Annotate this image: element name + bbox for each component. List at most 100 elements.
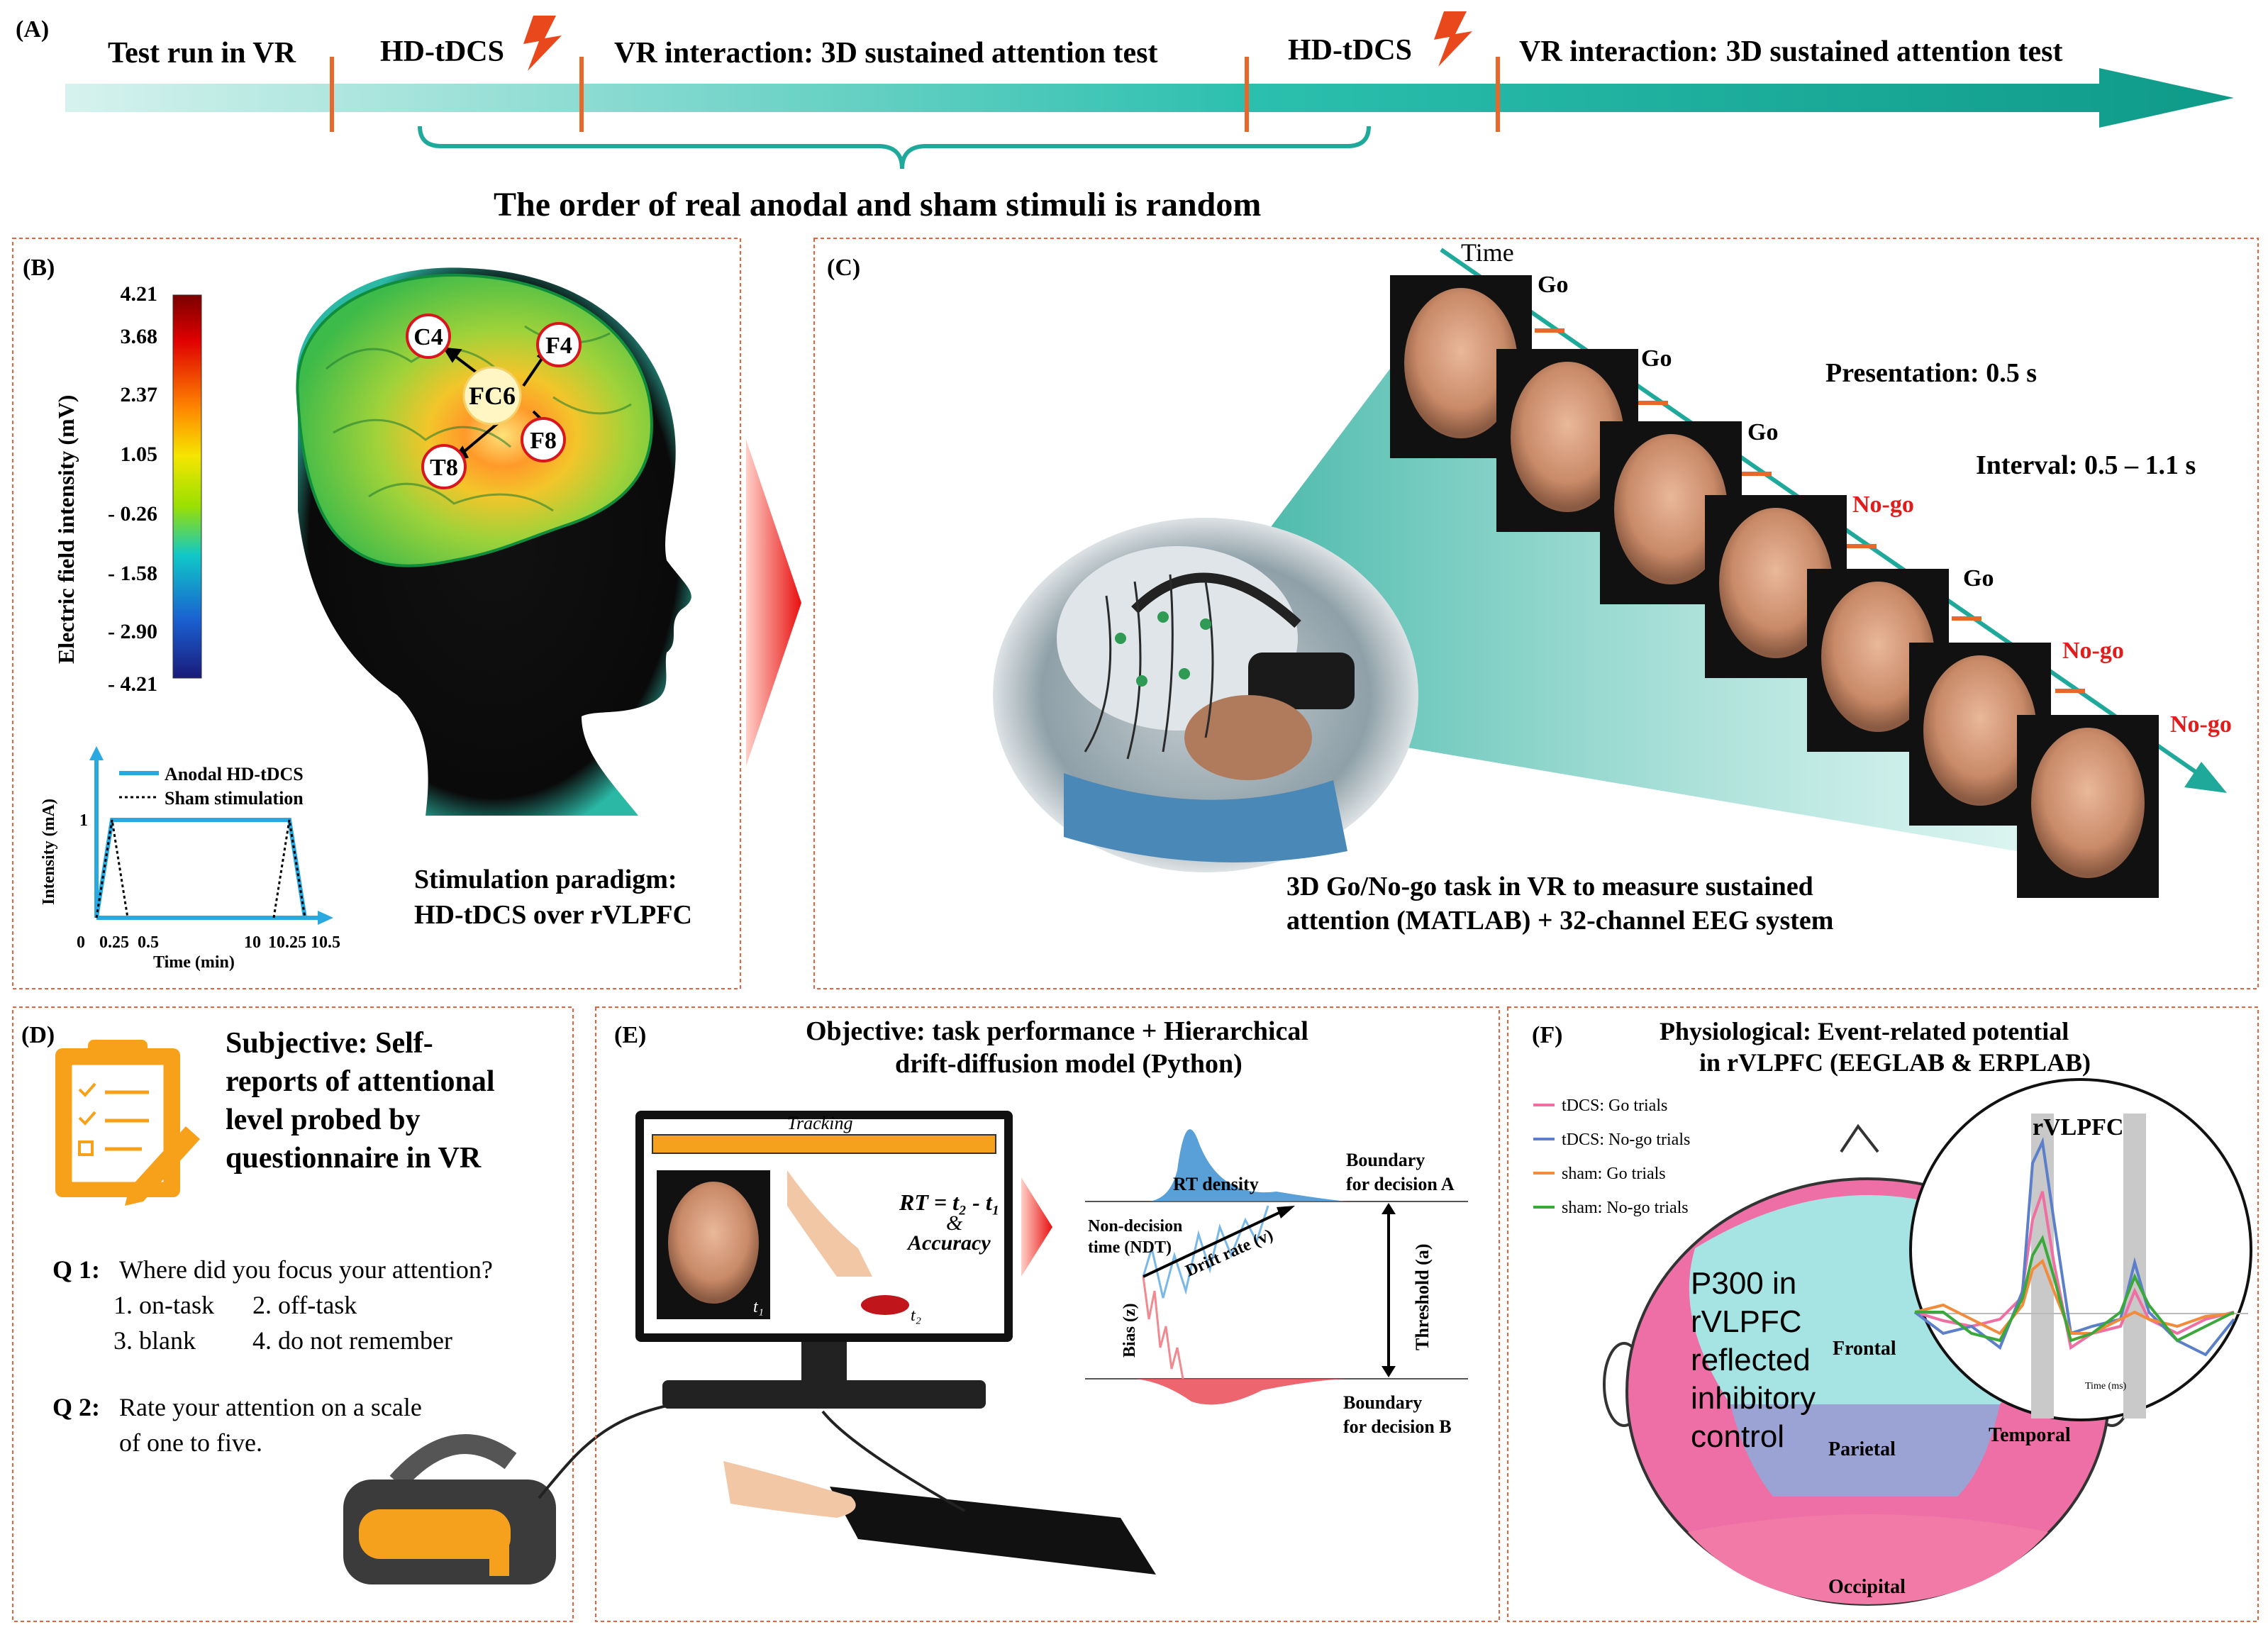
electrode-fc6: FC6 (462, 366, 522, 426)
timeline-arrow (65, 68, 2234, 128)
q2-prefix: Q 2: (52, 1393, 100, 1421)
time-label: Time (1461, 238, 1514, 267)
trial-label: Go (1963, 565, 1994, 592)
p300-note-line: P300 in (1691, 1266, 1796, 1301)
response-button (861, 1295, 909, 1315)
boundary-a-label: for decision A (1346, 1174, 1455, 1194)
legend-sham-go: sham: Go trials (1562, 1165, 1666, 1183)
p300-note-line: reflected (1691, 1343, 1811, 1377)
electrode-t8: T8 (421, 444, 467, 489)
q1-option: 1. on-task (113, 1291, 214, 1319)
stage-hdtdcs-1: HD-tDCS (380, 35, 504, 68)
legend-tdcs-go: tDCS: Go trials (1562, 1097, 1667, 1115)
anodal-trace (94, 818, 307, 918)
waveform-ylabel: Intensity (mA) (40, 799, 58, 905)
task-caption-1: 3D Go/No-go task in VR to measure sustai… (1286, 872, 1813, 901)
boundary-b-label: for decision B (1343, 1416, 1452, 1437)
drift-trace-red (1142, 1276, 1184, 1380)
face-stimulus (2017, 715, 2159, 898)
panel-a: (A) Test run in VR HD-tDCS VR interactio… (16, 11, 2234, 223)
colorbar-tick: - 0.26 (108, 502, 157, 526)
colorbar-tick: - 2.90 (108, 620, 157, 643)
erp-trace-sham-nogo (1915, 1234, 2235, 1343)
threshold-label: Threshold (a) (1412, 1244, 1433, 1351)
hand-pressing-icon (787, 1170, 872, 1277)
rt-density-lower (1135, 1379, 1347, 1405)
panel-d-label: (D) (21, 1022, 55, 1048)
presentation-duration: Presentation: 0.5 s (1825, 358, 2037, 388)
random-order-brace (418, 126, 1371, 170)
subjective-title: Subjective: Self- reports of attentional… (226, 1027, 495, 1175)
stimulation-caption-1: Stimulation paradigm: (414, 865, 677, 894)
flow-arrow (1021, 1177, 1052, 1277)
p300-note-line: rVLPFC (1691, 1304, 1801, 1339)
parietal-region (1730, 1404, 2000, 1497)
q1-text: Where did you focus your attention? (119, 1255, 493, 1284)
stage-hdtdcs-2: HD-tDCS (1288, 34, 1412, 67)
boundary-b-label: Boundary (1343, 1392, 1422, 1413)
interval-duration: Interval: 0.5 – 1.1 s (1976, 450, 2196, 480)
t2-label: t₂ (911, 1306, 921, 1325)
face-stimulus (1807, 569, 1949, 752)
random-order-note: The order of real anodal and sham stimul… (494, 186, 1261, 223)
stimulation-waveform: Anodal HD-tDCS Sham stimulation Intensit… (40, 746, 340, 972)
hand-typing-icon (723, 1461, 856, 1518)
q2-text: of one to five. (119, 1428, 262, 1457)
p300-note-line: inhibitory (1691, 1381, 1816, 1416)
trial-labels: Go Go Go No-go Go No-go No-go (1538, 272, 2232, 738)
lightning-icon (1434, 11, 1472, 67)
panel-d: (D) Subjective: Self- reports of attenti… (12, 1006, 724, 1622)
legend-anodal: Anodal HD-tDCS (165, 764, 304, 784)
objective-title-1: Objective: task performance + Hierarchic… (806, 1016, 1308, 1046)
panel-c-frame (813, 238, 2259, 989)
lightning-icon (523, 16, 562, 71)
sham-trace (272, 819, 306, 918)
drift-trace-blue (1142, 1205, 1269, 1299)
waveform-xtick: 10 (244, 933, 261, 952)
legend-sham-nogo: sham: No-go trials (1562, 1199, 1689, 1217)
trial-label-nogo: No-go (1852, 492, 1914, 518)
trial-label: Go (1538, 272, 1568, 298)
accuracy-label: Accuracy (906, 1231, 991, 1255)
region-parietal: Parietal (1828, 1438, 1896, 1460)
flow-arrow (746, 440, 801, 766)
colorbar-tick: - 1.58 (108, 562, 157, 585)
stimulation-caption-2: HD-tDCS over rVLPFC (414, 900, 692, 930)
colorbar-title: Electric field intensity (mV) (53, 395, 79, 664)
inset-title: rVLPFC (2033, 1114, 2123, 1140)
t1-label: t₁ (753, 1298, 764, 1316)
panel-b-frame (12, 238, 741, 989)
subjective-title-line: Subjective: Self- (226, 1027, 433, 1060)
subjective-title-line: reports of attentional (226, 1065, 495, 1098)
ndt-label: time (NDT) (1088, 1238, 1172, 1257)
rt-amp: & (946, 1211, 963, 1235)
region-occipital: Occipital (1828, 1576, 1906, 1598)
participant-photo (993, 518, 1418, 872)
face-stimulus (1909, 643, 2051, 826)
panel-f-frame (1507, 1006, 2259, 1622)
electrode-f4: F4 (536, 322, 582, 367)
q1-option: 2. off-task (252, 1291, 357, 1319)
rt-density-upper (1149, 1129, 1347, 1201)
electrode-t8-label: T8 (430, 455, 458, 481)
tracking-label: Tracking (787, 1113, 852, 1133)
keyboard (830, 1487, 1156, 1575)
sham-trace (95, 819, 129, 918)
p300-note: P300 in rVLPFC reflected inhibitory cont… (1691, 1266, 1816, 1454)
face-on-monitor (657, 1170, 770, 1319)
colorbar-tick: - 4.21 (108, 672, 157, 696)
inset-xlabel: Time (ms) (2085, 1381, 2127, 1392)
panel-f-label: (F) (1532, 1022, 1562, 1048)
ndt-label: Non-decision (1088, 1217, 1182, 1236)
subjective-title-line: level probed by (226, 1104, 421, 1136)
panel-a-label: (A) (16, 16, 49, 43)
interval-markers (1535, 328, 2085, 693)
drift-label: Drift rate (v) (1183, 1226, 1276, 1280)
q1-prefix: Q 1: (52, 1255, 100, 1284)
panel-f: (F) Physiological: Event-related potenti… (1507, 1006, 2259, 1622)
panel-b: (B) C4 F4 FC6 (12, 238, 741, 989)
boundary-a-label: Boundary (1346, 1150, 1425, 1170)
questionnaire: Q 1: Where did you focus your attention?… (52, 1255, 493, 1457)
waveform-xtick: 10.25 (268, 933, 306, 952)
